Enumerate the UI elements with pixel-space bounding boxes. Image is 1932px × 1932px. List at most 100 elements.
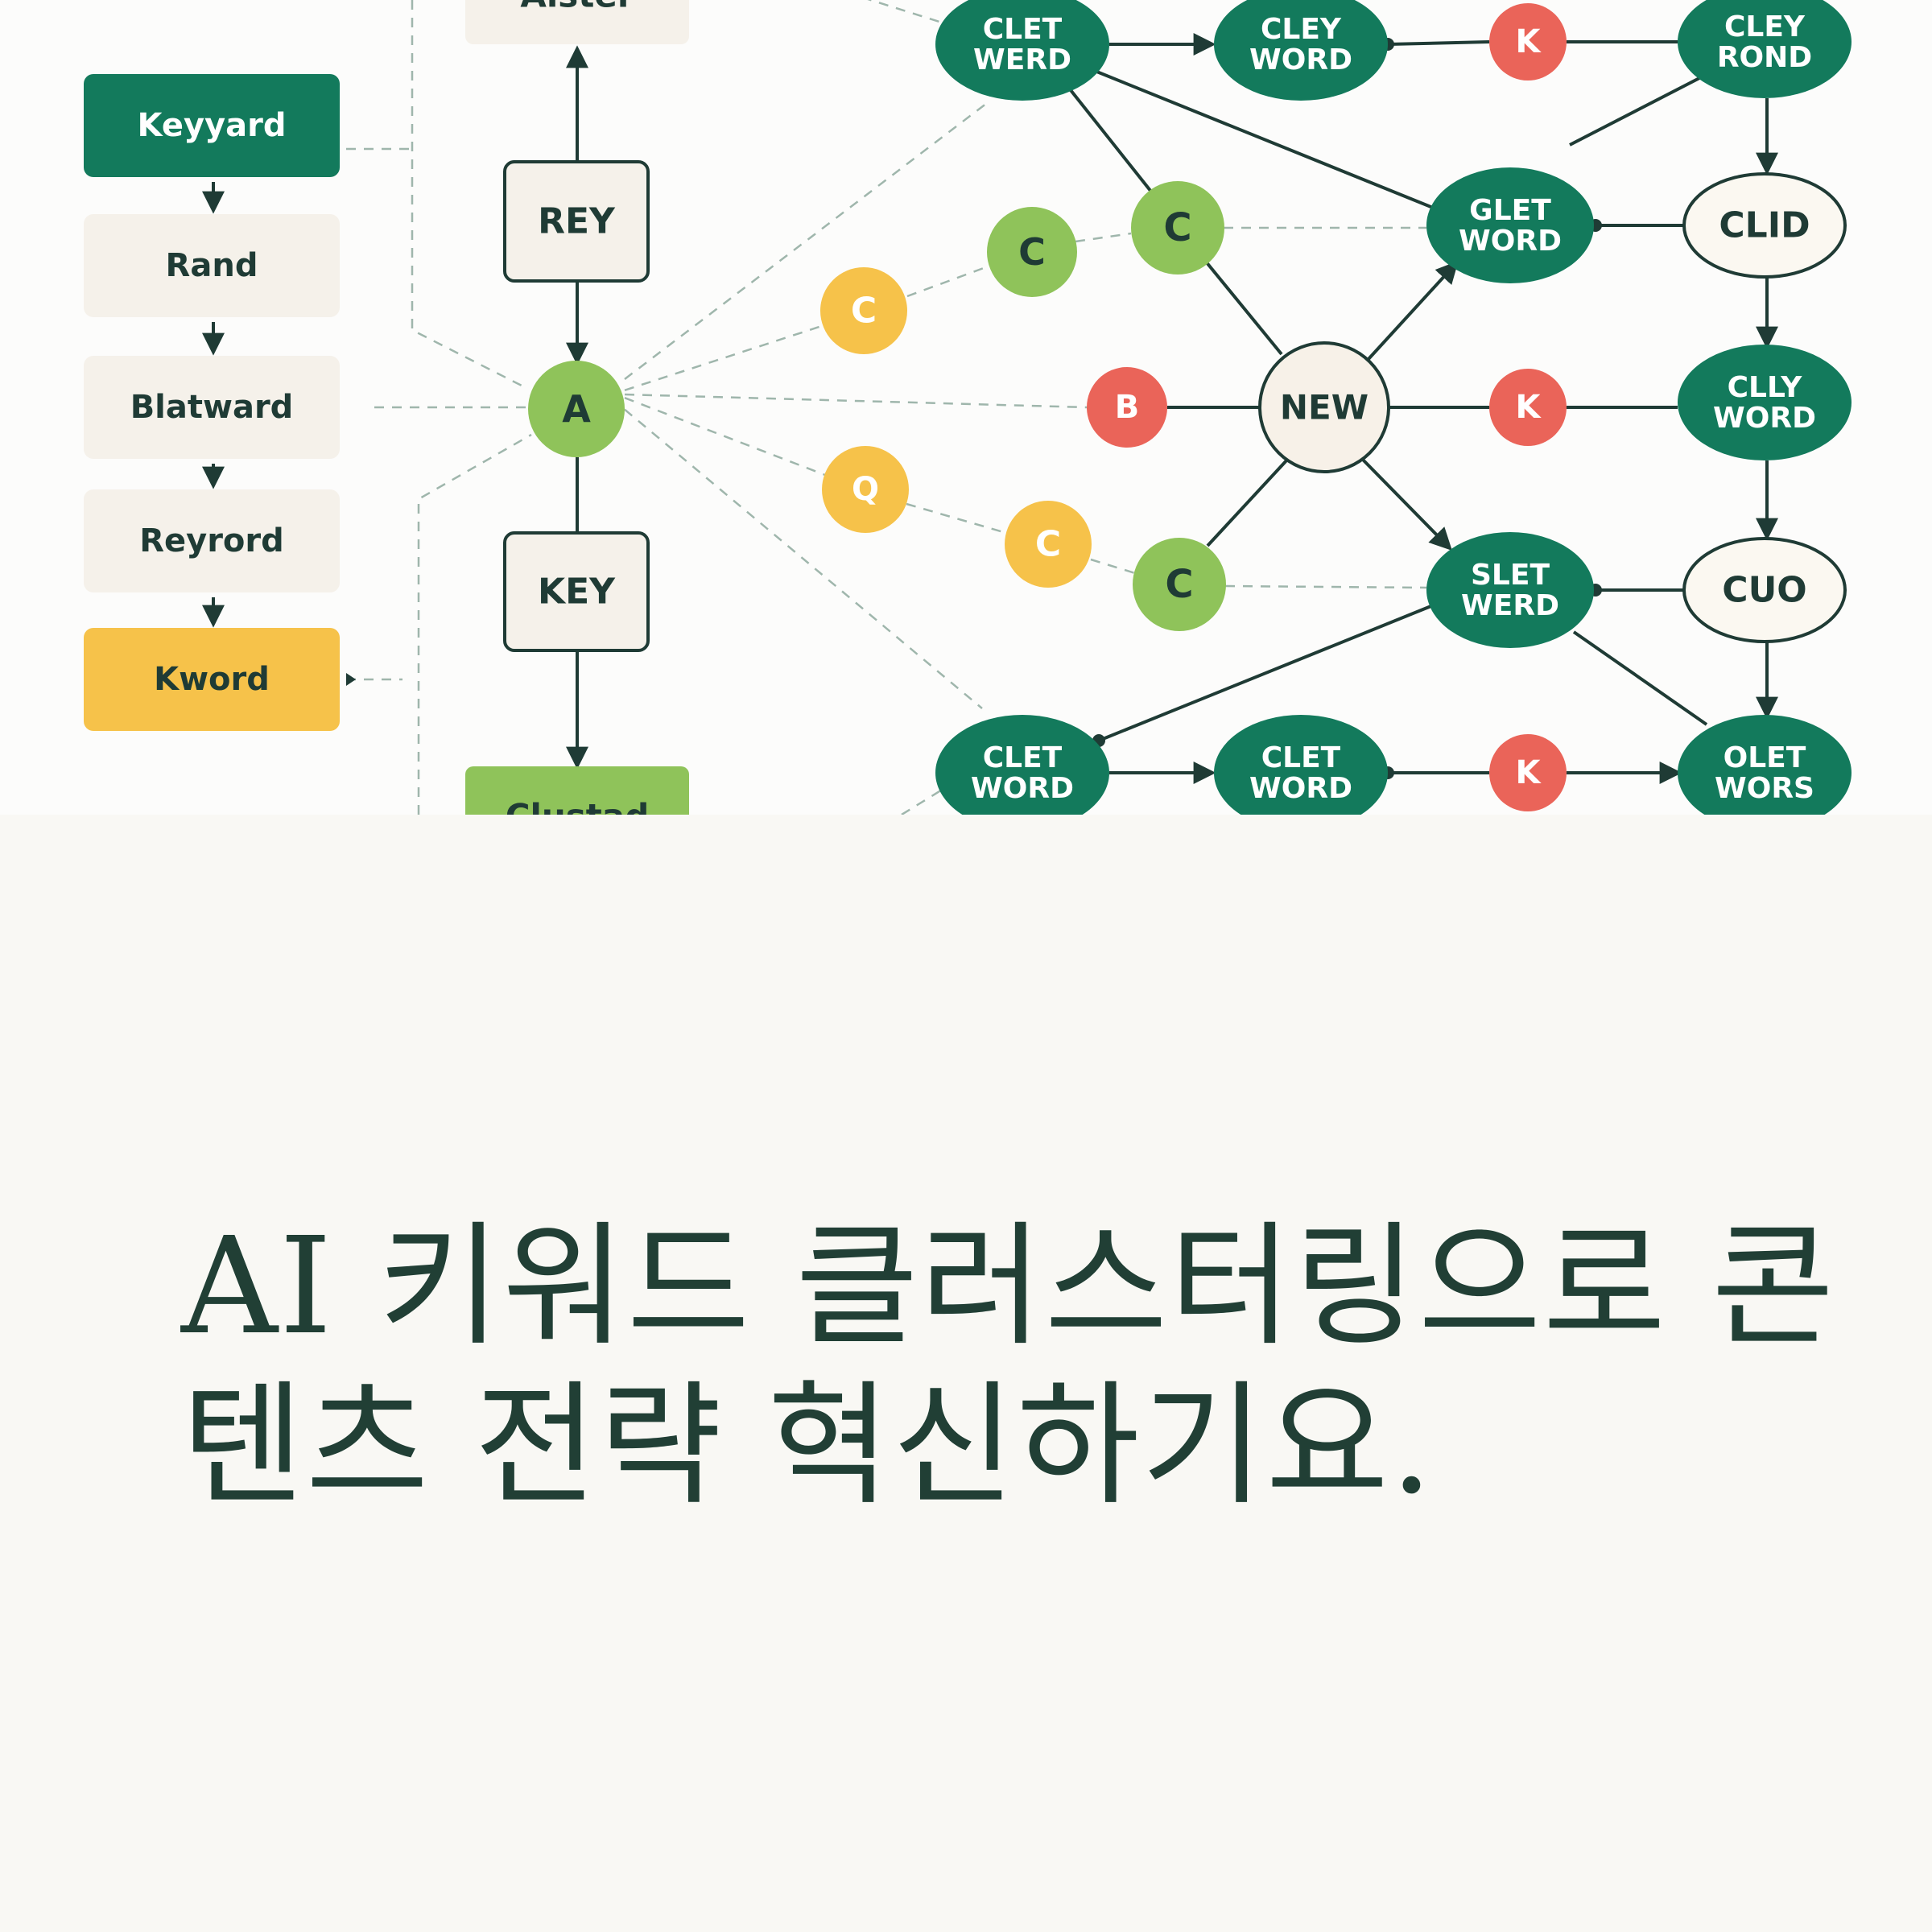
node-label: NEW	[1280, 388, 1368, 427]
pipeline-step-box	[84, 356, 340, 459]
hub-spoke-edge	[624, 397, 826, 477]
hub-spoke-edge	[624, 408, 983, 709]
node-shape	[1489, 734, 1567, 811]
caption-line-2: 텐츠 전략 혁신하기요.	[181, 1368, 1435, 1524]
pipeline-step-kword: Kword	[84, 628, 340, 731]
pipeline-to-hub-connector	[411, 0, 524, 388]
caption-line-1: AI 키워드 클러스터링으로 콘	[181, 1209, 1836, 1364]
diagram-edge	[1069, 89, 1153, 193]
bottom-cluster-label: Clustad	[506, 797, 650, 815]
diagram-edge	[1075, 232, 1132, 243]
node-label: C	[1035, 524, 1061, 565]
network-node-clid: CLID	[1682, 172, 1847, 279]
diagram-edge	[1224, 584, 1427, 589]
node-shape	[1426, 167, 1594, 283]
diagram-edges	[202, 0, 1778, 815]
pipeline-step-label: Rand	[166, 247, 258, 284]
pipeline-step-label: Blatward	[130, 389, 294, 426]
diagram-edge	[1367, 260, 1459, 361]
network-node-k-bot: K	[1489, 734, 1567, 811]
node-label: K	[1516, 389, 1542, 426]
pipeline-step-reyrord: Reyrord	[84, 489, 340, 592]
key-label: KEY	[538, 572, 616, 613]
node-shape	[1489, 369, 1567, 446]
diagram-edge	[1572, 630, 1708, 726]
node-label: K	[1516, 23, 1542, 60]
top-cluster-label: Alster	[520, 0, 634, 15]
diagram-edge	[906, 264, 991, 298]
diagram-edge	[1094, 69, 1434, 209]
network-node-new: NEW	[1258, 341, 1390, 473]
node-shape	[820, 267, 907, 354]
pipeline-step-label: Kword	[154, 661, 270, 698]
hub-label: A	[562, 387, 591, 431]
diagram-edge	[906, 502, 1007, 535]
node-shape	[1087, 367, 1167, 448]
node-shape	[1214, 0, 1388, 101]
node-label: C	[851, 291, 877, 332]
node-shape	[1678, 0, 1852, 98]
bottom-cluster-box	[465, 766, 689, 815]
node-shape	[1426, 532, 1594, 648]
node-shape	[1678, 715, 1852, 815]
diagram-edge	[1381, 38, 1490, 51]
hub-spoke-edge	[624, 393, 1088, 409]
node-label: C	[1163, 205, 1191, 250]
hub-spoke-edge	[624, 100, 991, 380]
pipeline-step-label: Keyyard	[138, 107, 287, 144]
network-node-c-mid2: C	[987, 207, 1077, 297]
node-label: Q	[852, 471, 879, 508]
node-shape	[1214, 715, 1388, 815]
caption-text: AI 키워드 클러스터링으로 콘 텐츠 전략 혁신하기요.	[181, 1208, 1836, 1526]
diagram-edge	[901, 783, 951, 815]
hub-node-a	[528, 361, 625, 457]
top-cluster-box	[465, 0, 689, 44]
network-node-c-low: C	[1133, 538, 1226, 631]
diagram-edge	[867, 0, 943, 24]
network-node-k-mid: K	[1489, 369, 1567, 446]
pipeline-step-box	[84, 214, 340, 317]
node-shape	[1682, 172, 1847, 279]
kword-arrow-icon	[346, 673, 356, 686]
network-node-cuo: CUO	[1682, 537, 1847, 643]
node-label: K	[1516, 754, 1542, 791]
node-shape	[1258, 341, 1390, 473]
node-shape	[1005, 501, 1092, 588]
key-box	[503, 531, 650, 652]
network-node-b: B	[1087, 367, 1167, 448]
rey-box	[503, 160, 650, 283]
pipeline-step-box	[84, 489, 340, 592]
node-label: C	[1165, 562, 1193, 607]
pipeline-step-keyyard: Keyyard	[84, 74, 340, 177]
node-shape	[1489, 3, 1567, 80]
diagram-edge	[1090, 558, 1136, 575]
network-node-c-mid: C	[1131, 181, 1224, 275]
network-node-k-top: K	[1489, 3, 1567, 80]
diagram-edge	[1569, 75, 1703, 147]
pipeline-step-blatward: Blatward	[84, 356, 340, 459]
node-label: CLID	[1719, 205, 1810, 246]
network-node-c-yellow2: C	[1005, 501, 1092, 588]
rey-label: REY	[538, 201, 616, 242]
node-shape	[1682, 537, 1847, 643]
pipeline-step-box	[84, 74, 340, 177]
